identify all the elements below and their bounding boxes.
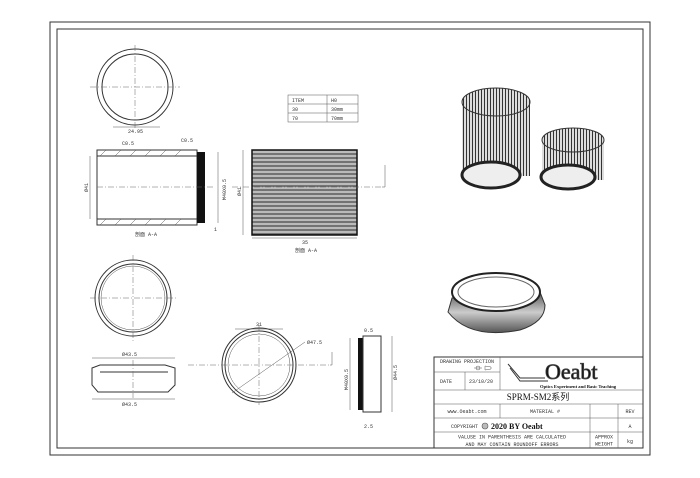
retaining-ring-view: 31 Ø47.5 [188, 322, 333, 405]
item-table: ITEM H0 30 30mm 70 70mm [287, 94, 359, 123]
label-text: Oeabt [545, 359, 598, 384]
copyright-icon [481, 422, 489, 430]
label-text: www.Oeabt.com [447, 409, 486, 415]
label-text: C0.5 [122, 141, 134, 147]
label-text: ITEM [292, 98, 304, 104]
label-text: Ø41 [83, 183, 90, 192]
label-text: Ø47.5 [307, 339, 322, 346]
label-text: M40X0.5 [222, 179, 228, 200]
label-text: COPYRIGHT [451, 424, 478, 430]
ring-section-view: M40X0.5 Ø44.5 0.5 2.5 [344, 328, 399, 430]
outer-border [49, 21, 651, 456]
section-view: Ø41 M40X0.5 C0.5 C0.5 1 剖面 A-A [83, 138, 228, 238]
ring-end-view [90, 255, 176, 341]
dim-width: 24.95 [128, 129, 143, 135]
render-large-tube [460, 87, 531, 190]
ring-side-view: Ø43.5 Ø43.5 [91, 351, 176, 408]
label-text: 1 [214, 227, 217, 233]
label-text: 0.5 [364, 328, 373, 334]
render-small-tube [539, 127, 605, 191]
label-text: AND MAY CONTAIN ROUNDOFF ERRORS [465, 442, 558, 448]
label-text: Optics Experiment and Basic Teaching [540, 384, 617, 389]
label-text: H0 [331, 98, 337, 104]
title-block: DRAWING PROJECTION DATE 23/10/20 Oeabt O… [433, 356, 644, 449]
label-text: 30 [292, 107, 298, 113]
inner-border [56, 28, 644, 449]
label-text: 剖面 A-A [295, 247, 317, 254]
label-text: 剖面 A-A [135, 231, 157, 238]
drawing-title: SPRM-SM2系列 [507, 391, 570, 402]
label-text: WEIGHT [595, 442, 613, 448]
render-ring [447, 272, 546, 334]
label-text: A [628, 424, 631, 430]
label-text: 70 [292, 116, 298, 122]
label-text: C0.5 [181, 138, 193, 144]
top-end-view: 24.95 [90, 45, 180, 135]
label-text: 70mm [331, 116, 343, 122]
label-text: Ø41 [236, 187, 243, 196]
label-text: Ø43.5 [122, 401, 137, 408]
label-text: 30mm [331, 107, 343, 113]
label-text: 2.5 [364, 424, 373, 430]
label-text: MATERIAL # [530, 409, 560, 415]
projection-symbol-icon [474, 365, 492, 371]
label-text: DRAWING PROJECTION [440, 359, 494, 365]
label-text: 31 [256, 322, 262, 328]
label-text: REV [625, 409, 634, 415]
label-text: 35 [302, 240, 308, 246]
label-text: Ø44.5 [392, 365, 399, 380]
oeabt-logo: Oeabt Optics Experiment and Basic Teachi… [507, 359, 617, 389]
label-text: M40X0.5 [344, 369, 350, 390]
label-text: VALUSE IN PARENTHESIS ARE CALCULATED [458, 435, 566, 441]
label-text: 2020 BY Oeabt [491, 422, 543, 431]
knurled-side-view: Ø41 35 剖面 A-A [232, 149, 386, 254]
label-text: 23/10/20 [469, 379, 493, 385]
label-text: Ø43.5 [122, 351, 137, 358]
label-text: kg [627, 439, 633, 445]
label-text: DATE [440, 379, 452, 385]
label-text: APPROX [595, 435, 613, 441]
